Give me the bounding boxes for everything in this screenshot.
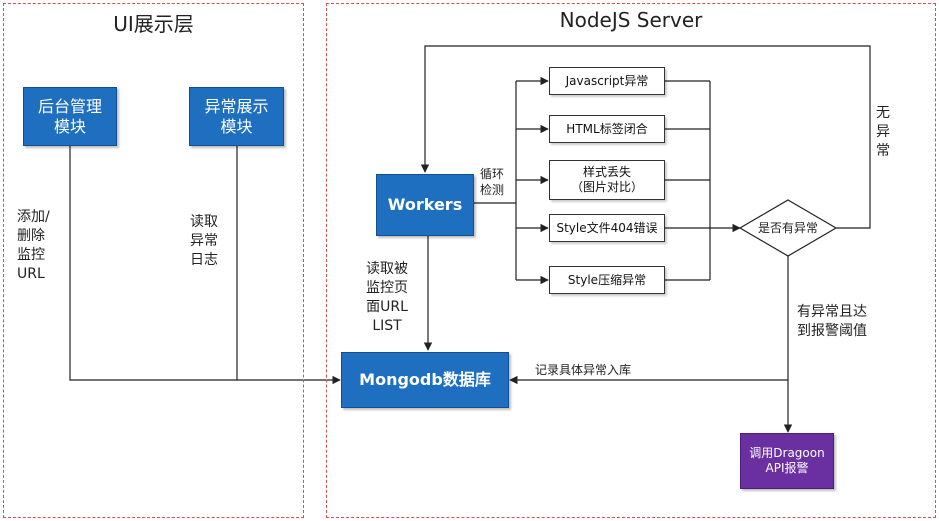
html-tag-check: HTML标签闭合 — [549, 115, 665, 143]
style-lost-check: 样式丢失 （图片对比） — [549, 160, 665, 200]
error-threshold-label: 有异常且达 到报警阈值 — [797, 304, 867, 339]
error-display-module-node: 异常展示 模块 — [189, 87, 284, 146]
js-error-check: Javascript异常 — [549, 67, 665, 95]
read-error-log-label: 读取 异常 日志 — [190, 214, 218, 268]
admin-module-node: 后台管理 模块 — [23, 87, 117, 146]
no-error-label: 无 异 常 — [876, 105, 890, 159]
style-404-check: Style文件404错误 — [549, 214, 665, 242]
mongodb-node: Mongodb数据库 — [341, 352, 509, 408]
style-compress-check: Style压缩异常 — [549, 266, 665, 294]
decision-node: 是否有异常 — [757, 221, 818, 235]
edge-admin-to-db — [69, 146, 341, 385]
server-title: NodeJS Server — [559, 8, 703, 32]
loop-detect-label: 循环 检测 — [480, 167, 505, 198]
server-region — [326, 3, 936, 518]
workers-node: Workers — [376, 174, 474, 236]
add-delete-url-label: 添加/ 删除 监控 URL — [17, 209, 50, 282]
ui-layer-region — [3, 3, 304, 518]
record-error-label: 记录具体异常入库 — [535, 363, 632, 377]
ui-layer-title: UI展示层 — [113, 12, 194, 36]
edge-no-error-loop — [420, 45, 871, 229]
read-url-list-label: 读取被 监控页 面URL LIST — [366, 261, 408, 334]
dragoon-alert-node: 调用Dragoon API报警 — [740, 433, 834, 489]
